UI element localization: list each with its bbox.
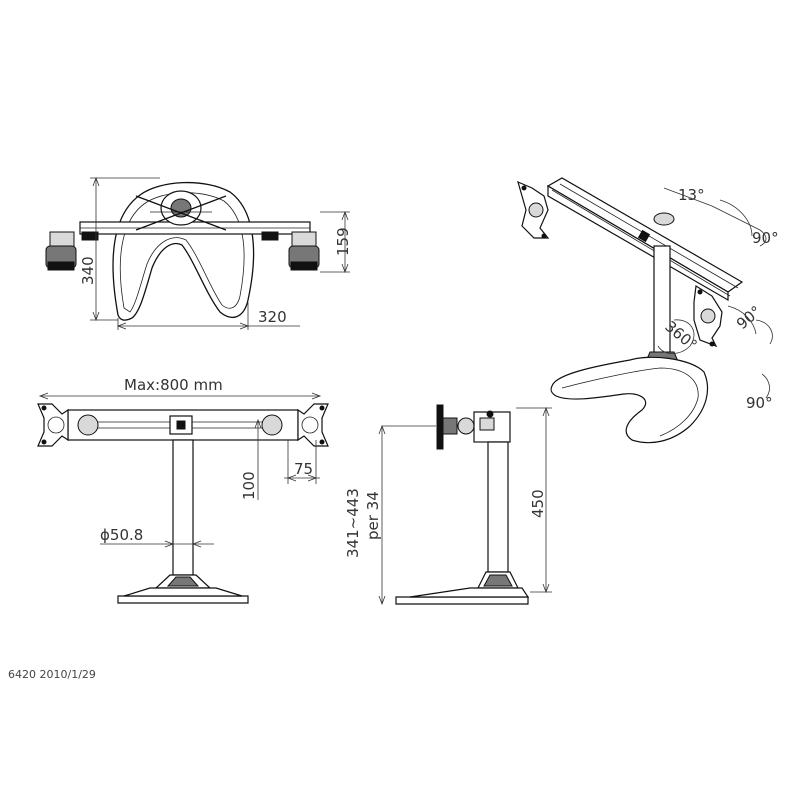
front-view-right-plate (297, 403, 329, 447)
rotation-90-c-label: 90° (746, 394, 773, 412)
side-view-plate (436, 404, 444, 450)
side-view: 450 341~443 per 34 (344, 404, 552, 606)
dim-step-label: per 34 (364, 491, 382, 540)
dim-320-label: 320 (258, 308, 287, 326)
side-view-base (395, 596, 529, 605)
front-view-left-plate (37, 403, 69, 447)
rotation-90-a-label: 90° (752, 229, 779, 247)
dim-span-label: Max:800 mm (124, 376, 223, 394)
top-view-right-clamp (261, 231, 320, 271)
front-view: Max:800 mm 100 (37, 376, 329, 604)
dim-340-label: 340 (79, 256, 97, 285)
dim-pole-label: ϕ50.8 (100, 526, 143, 544)
front-view-pole (172, 439, 194, 576)
front-view-base (117, 595, 249, 604)
dim-75-label: 75 (294, 460, 313, 478)
side-view-pole (487, 441, 509, 573)
dim-450-label: 450 (529, 489, 547, 518)
dim-range-label: 341~443 (344, 488, 362, 558)
top-view-base-outer (112, 181, 255, 321)
dim-159-label: 159 (334, 227, 352, 256)
top-view-base-inner (119, 192, 245, 313)
iso-view-base (550, 356, 709, 444)
rotation-13-label: 13° (678, 186, 705, 204)
dim-100-label: 100 (240, 471, 258, 500)
iso-view-right-plate (693, 284, 723, 348)
top-view: 340 320 159 (45, 176, 352, 330)
iso-view: 13° 90° 90° 360° 90° (517, 177, 779, 444)
top-view-left-clamp (45, 231, 99, 271)
iso-view-pole (653, 245, 671, 359)
iso-view-left-plate (517, 180, 550, 239)
rotation-90-b-label: 90° (733, 302, 765, 333)
model-date-label: 6420 2010/1/29 (8, 668, 96, 681)
